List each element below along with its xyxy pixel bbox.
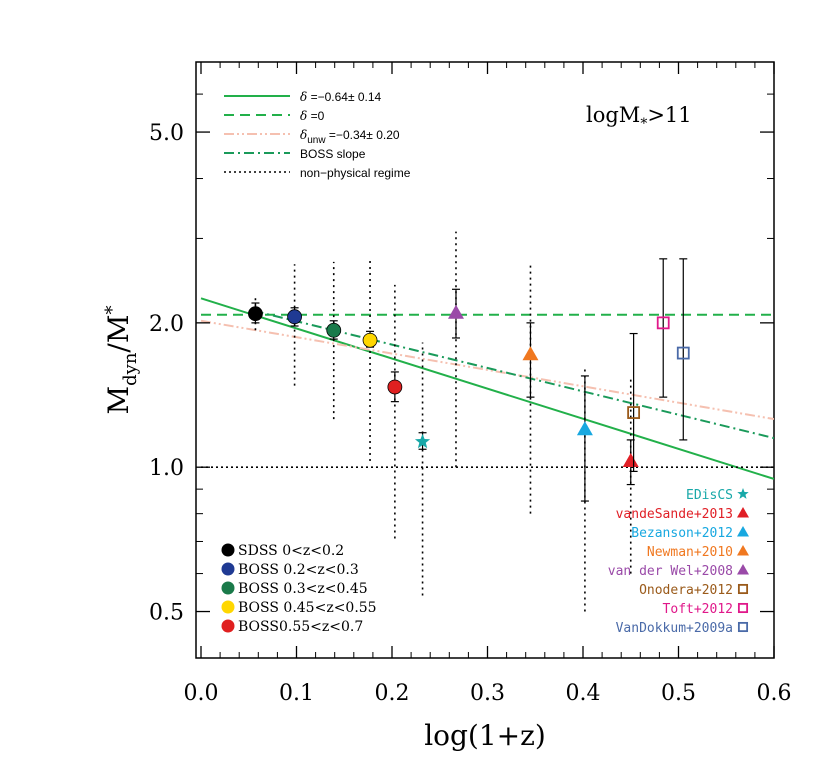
- legend-marker: [221, 619, 235, 633]
- data-point: [622, 453, 639, 468]
- y-tick-label: 2.0: [149, 312, 184, 337]
- legend-marker: [221, 600, 235, 614]
- legend-sample-label: BOSS 0.3<z<0.45: [238, 581, 368, 597]
- data-point: [326, 322, 342, 338]
- data-point: [248, 306, 263, 322]
- legend-line-label: non−physical regime: [300, 166, 411, 180]
- x-tick-label: 0.5: [661, 681, 696, 706]
- fit-lines: [200, 297, 774, 480]
- legend-source-label: van der Wel+2008: [608, 564, 733, 579]
- legend-marker: [737, 583, 749, 595]
- legend-line-label: BOSS slope: [300, 147, 366, 161]
- data-point: [576, 421, 593, 436]
- data-point: [387, 379, 403, 395]
- data-point: [676, 346, 690, 360]
- y-axis-title: Mdyn/M*: [102, 305, 141, 414]
- y-tick-label: 5.0: [149, 121, 184, 146]
- corner-label: logM*>11: [586, 103, 692, 132]
- legend-sample-label: BOSS 0.2<z<0.3: [238, 562, 359, 578]
- legend-source-label: Newman+2010: [647, 545, 733, 560]
- legend-sample-label: SDSS 0<z<0.2: [238, 543, 344, 559]
- legend-sample-label: BOSS0.55<z<0.7: [238, 619, 363, 635]
- y-tick-label: 0.5: [149, 601, 184, 626]
- legend-marker: [737, 526, 749, 537]
- legend-source-label: EDisCS: [686, 488, 733, 503]
- legend-marker: [221, 543, 235, 557]
- data-point: [414, 433, 431, 449]
- x-tick-label: 0.4: [566, 681, 601, 706]
- legend-source-label: Bezanson+2012: [631, 526, 733, 541]
- legend-marker: [737, 621, 749, 633]
- legend-marker: [737, 507, 749, 518]
- legend-marker: [737, 602, 749, 614]
- legend-subscript: unw: [307, 135, 326, 146]
- data-point: [627, 406, 641, 419]
- legend-symbol: δ: [300, 90, 307, 104]
- data-point: [287, 309, 302, 325]
- legend-marker: [737, 564, 749, 575]
- legend-marker: [221, 562, 235, 576]
- legend-source-label: Onodera+2012: [639, 583, 733, 598]
- legend-symbol: δ: [300, 128, 307, 142]
- legend-text: =0: [307, 109, 324, 123]
- legend-source-label: Toft+2012: [663, 602, 733, 617]
- x-axis-title: log(1+z): [424, 719, 546, 752]
- legend-line-label: δunw =−0.34± 0.20: [300, 128, 400, 146]
- x-tick-label: 0.6: [757, 681, 792, 706]
- x-tick-label: 0.3: [470, 681, 505, 706]
- legend-marker: [221, 581, 235, 595]
- data-point: [522, 346, 539, 361]
- data-point: [656, 316, 670, 330]
- data-point: [447, 304, 464, 319]
- x-tick-label: 0.2: [375, 681, 410, 706]
- legend-text: =−0.34± 0.20: [326, 128, 400, 142]
- legend-symbol: δ: [300, 109, 307, 123]
- plot-frame: [195, 61, 775, 659]
- x-tick-label: 0.0: [184, 681, 219, 706]
- axes: 0.0 0.1 0.2 0.3 0.4 0.5 0.6 0.5 1.0 2.0 5.0: [149, 62, 792, 706]
- data-point: [362, 332, 378, 348]
- legend-sample-label: BOSS 0.45<z<0.55: [238, 600, 377, 616]
- legend-source-label: VanDokkum+2009a: [616, 621, 733, 636]
- legend-source-label: vandeSande+2013: [616, 507, 733, 522]
- legend-marker: [737, 545, 749, 556]
- legend-marker: [737, 488, 749, 499]
- legend-line-label: δ =−0.64± 0.14: [300, 90, 382, 104]
- fit-line-dashdotdot: [200, 319, 774, 421]
- y-tick-label: 1.0: [149, 456, 184, 481]
- legend-line-label: δ =0: [300, 109, 325, 123]
- legend-text: =−0.64± 0.14: [307, 90, 381, 104]
- source-legend: EDisCS vandeSande+2013Bezanson+2012Newman…: [608, 488, 749, 636]
- data-points: [248, 231, 690, 612]
- x-tick-label: 0.1: [279, 681, 314, 706]
- fit-line-solid: [200, 297, 774, 480]
